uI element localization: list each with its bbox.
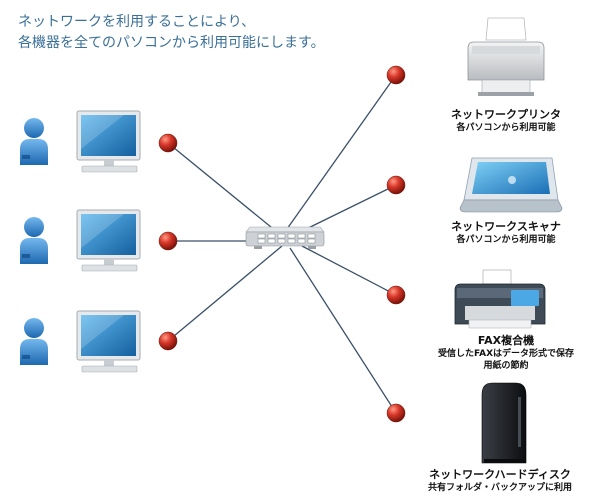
device-label-scanner: ネットワークスキャナ 各パソコンから利用可能 — [406, 220, 600, 246]
cable-fax — [301, 245, 397, 296]
hard-disk-icon — [481, 382, 527, 464]
device-name: ネットワークプリンタ — [451, 108, 561, 121]
device-description: 各パソコンから利用可能 — [456, 235, 556, 245]
fax-mfp-icon — [454, 269, 546, 329]
device-name: FAX複合機 — [477, 334, 535, 347]
cable-scanner — [295, 184, 397, 235]
headline: ネットワークを利用することにより、 各機器を全てのパソコンから利用可能にします。 — [18, 12, 348, 54]
monitor-icon — [76, 209, 141, 272]
headline-line-1: ネットワークを利用することにより、 — [18, 14, 256, 30]
network-hub-icon — [245, 226, 325, 249]
cables — [167, 74, 397, 414]
cable-pc-1 — [167, 142, 283, 237]
device-label-fax: FAX複合機 受信したFAXはデータ形式で保存 用紙の節約 — [406, 334, 600, 372]
person-icon — [20, 318, 48, 365]
device-description-2: 用紙の節約 — [483, 361, 529, 371]
connector-printer — [386, 65, 406, 85]
printer-icon — [467, 17, 545, 96]
device-name: ネットワークハードディスク — [429, 468, 571, 481]
headline-line-2: 各機器を全てのパソコンから利用可能にします。 — [18, 35, 325, 51]
user-pc-2 — [20, 209, 141, 272]
device-description: 受信したFAXはデータ形式で保存 — [437, 349, 575, 359]
user-pc-3 — [20, 310, 141, 373]
cable-printer — [281, 74, 397, 237]
device-description: 共有フォルダ・バックアップに利用 — [427, 483, 572, 493]
connector-pc-1 — [158, 133, 178, 153]
connector-fax — [386, 285, 406, 305]
device-description: 各パソコンから利用可能 — [456, 123, 556, 133]
connector-pc-2 — [158, 231, 178, 251]
person-icon — [20, 217, 48, 264]
device-label-printer: ネットワークプリンタ 各パソコンから利用可能 — [406, 108, 600, 134]
connector-hdd — [386, 403, 406, 423]
connectors — [158, 65, 406, 423]
device-name: ネットワークスキャナ — [451, 220, 561, 233]
person-icon — [20, 118, 48, 165]
connector-pc-3 — [158, 331, 178, 351]
cable-hdd — [289, 247, 397, 414]
scanner-icon — [459, 157, 563, 213]
connector-scanner — [386, 175, 406, 195]
monitor-icon — [76, 110, 141, 173]
monitor-icon — [76, 310, 141, 373]
user-pc-1 — [20, 110, 141, 173]
device-label-hdd: ネットワークハードディスク 共有フォルダ・バックアップに利用 — [400, 468, 600, 494]
cable-pc-3 — [167, 245, 283, 342]
